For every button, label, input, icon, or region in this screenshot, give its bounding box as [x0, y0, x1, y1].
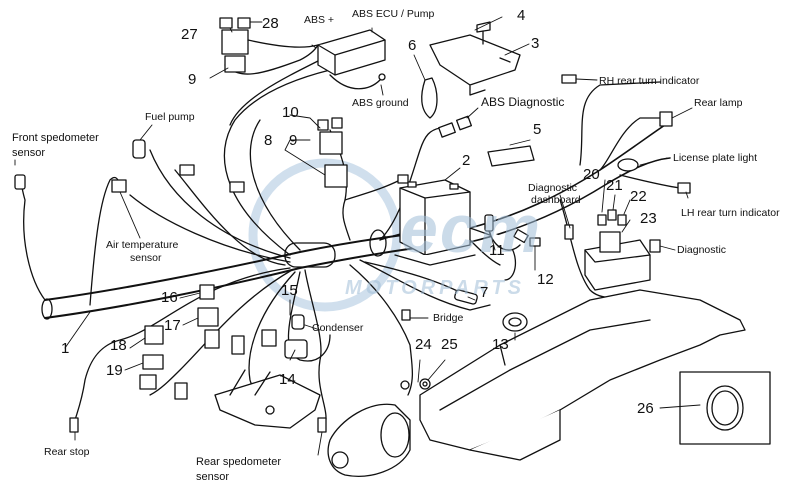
front-speedometer-connector	[14, 174, 26, 190]
part-number-11: 11	[489, 242, 505, 259]
part-number-9b: 9	[289, 132, 298, 149]
watermark-text: MOTORPARTS	[345, 277, 526, 299]
part-number-16: 16	[161, 289, 178, 306]
label-rear-speedometer-2: sensor	[196, 471, 230, 483]
label-front-speedometer-1: Front spedometer	[12, 132, 99, 144]
ignition-coil	[284, 339, 308, 359]
label-plate	[487, 145, 535, 167]
label-rear-stop: Rear stop	[44, 446, 90, 458]
label-air-temperature-1: Air temperature	[106, 239, 179, 251]
part-number-25: 25	[441, 336, 458, 353]
battery-tray	[214, 369, 321, 429]
part-number-8: 8	[264, 132, 273, 149]
fuel-pump-connector	[132, 139, 146, 159]
part-number-26: 26	[637, 400, 654, 417]
label-license-plate: License plate light	[673, 152, 758, 164]
label-abs-plus: ABS +	[304, 14, 335, 26]
part-number-24: 24	[415, 336, 432, 353]
abs-ecu-pump	[317, 29, 386, 76]
abs-fuse-connector	[219, 17, 319, 73]
part-number-21: 21	[606, 177, 623, 194]
label-rh-rear-turn: RH rear turn indicator	[599, 75, 700, 87]
part-number-3: 3	[531, 35, 540, 52]
abs-diagnostic-connector	[438, 115, 472, 138]
power-socket	[502, 312, 528, 332]
diagnostic-connector	[649, 239, 661, 253]
cable-clip-box	[679, 371, 771, 445]
part-number-10: 10	[282, 104, 299, 121]
label-condenser: Condenser	[312, 322, 364, 334]
part-number-1: 1	[61, 340, 70, 357]
leader-lines	[14, 16, 701, 456]
label-air-temperature-2: sensor	[130, 252, 162, 264]
label-rear-speedometer-1: Rear spedometer	[196, 456, 281, 468]
label-diagnostic: Diagnostic	[677, 244, 727, 256]
part-number-23: 23	[640, 210, 657, 227]
rh-rear-turn-connector	[561, 74, 577, 84]
label-abs-ecu: ABS ECU / Pump	[352, 8, 435, 20]
part-number-9a: 9	[188, 71, 197, 88]
label-rear-lamp: Rear lamp	[694, 97, 743, 109]
label-front-speedometer-2: sensor	[12, 147, 46, 159]
label-diagnostic-dashboard-1: Diagnostic	[528, 182, 578, 194]
part-number-17: 17	[164, 317, 181, 334]
watermark-logo: ecm	[400, 191, 543, 267]
part-number-4: 4	[517, 7, 526, 24]
diagnostic-lead	[484, 214, 541, 251]
relays	[139, 284, 277, 400]
rear-lamp-connector	[659, 111, 673, 127]
label-abs-diagnostic: ABS Diagnostic	[481, 95, 565, 109]
strap	[421, 77, 438, 119]
abs-bracket	[429, 34, 521, 96]
condenser	[291, 309, 411, 330]
part-number-2: 2	[462, 152, 471, 169]
part-number-7: 7	[480, 284, 489, 301]
license-plate-connector	[617, 158, 639, 172]
relay-connector	[317, 117, 348, 188]
air-temperature-sensor	[111, 179, 127, 193]
label-diagnostic-dashboard-2: dashboard	[531, 194, 581, 206]
part-number-14: 14	[279, 371, 296, 388]
lh-rear-turn-connector	[677, 182, 691, 194]
abs-ground-terminal	[329, 73, 386, 90]
rear-speedometer-connector	[317, 417, 327, 433]
bridge-cable	[454, 289, 478, 305]
label-bridge: Bridge	[433, 312, 464, 324]
rear-undertray	[419, 289, 746, 461]
part-number-5: 5	[533, 121, 542, 138]
starter-motor	[327, 403, 411, 477]
part-number-15: 15	[281, 282, 298, 299]
part-number-12: 12	[537, 271, 554, 288]
part-number-20: 20	[583, 166, 600, 183]
terminal-washer	[400, 378, 431, 390]
part-number-28: 28	[262, 15, 279, 32]
label-abs-ground: ABS ground	[352, 97, 409, 109]
part-number-27: 27	[181, 26, 198, 43]
harness-sleeve	[284, 242, 336, 268]
part-number-22: 22	[630, 188, 647, 205]
rear-stop-connector	[69, 417, 79, 433]
small-connectors	[179, 164, 409, 193]
part-number-18: 18	[110, 337, 127, 354]
label-lh-rear-turn: LH rear turn indicator	[681, 207, 780, 219]
fuse-box	[564, 209, 651, 291]
part-number-19: 19	[106, 362, 123, 379]
part-number-13: 13	[492, 336, 509, 353]
label-fuel-pump: Fuel pump	[145, 111, 195, 123]
part-number-6: 6	[408, 37, 417, 54]
